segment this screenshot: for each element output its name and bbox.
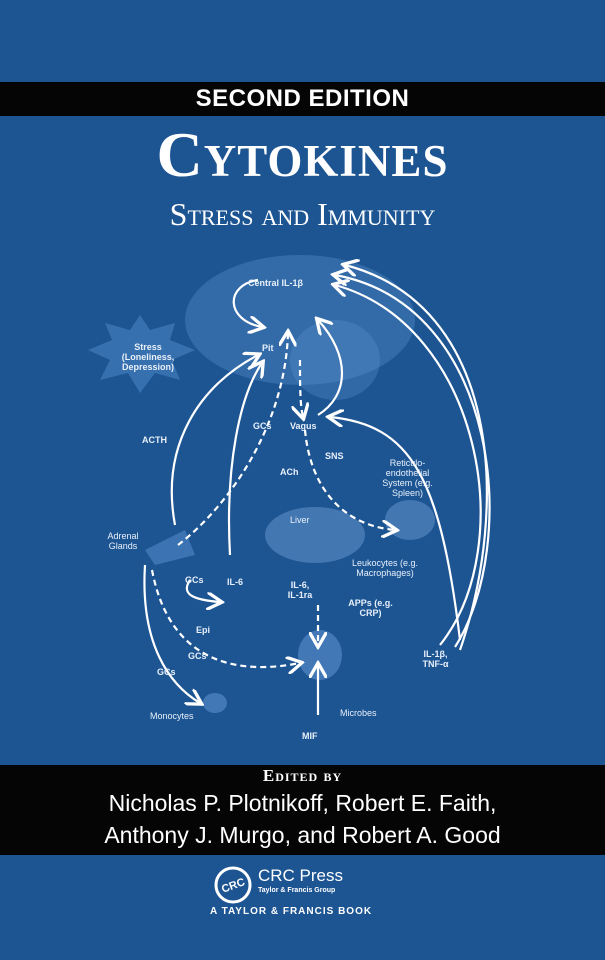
cytokine-diagram: Central IL-1β Stress (Loneliness, Depres… — [0, 245, 605, 760]
label-apps: APPs (e.g. CRP) — [348, 598, 393, 618]
label-pit: Pit — [262, 343, 274, 353]
label-acth: ACTH — [142, 435, 167, 445]
label-gcs-top: GCs — [253, 421, 272, 431]
label-vagus: Vagus — [290, 421, 317, 431]
crc-logo-icon: CRC — [214, 866, 252, 904]
cell-shape — [298, 630, 342, 680]
label-central-il1b: Central IL-1β — [248, 278, 304, 288]
spleen-shape — [385, 500, 435, 540]
label-gcs-low: GCs — [188, 651, 207, 661]
label-mif: MIF — [302, 731, 318, 741]
monocyte-shape — [203, 693, 227, 713]
label-leukocytes: Leukocytes (e.g. Macrophages) — [351, 558, 419, 578]
label-stress: Stress (Loneliness, Depression) — [121, 342, 175, 372]
label-monocytes: Monocytes — [150, 711, 194, 721]
label-epi: Epi — [196, 625, 211, 635]
adrenal-shape — [145, 530, 195, 565]
edition-label: SECOND EDITION — [195, 85, 410, 112]
svg-text:CRC: CRC — [220, 876, 247, 895]
label-microbes: Microbes — [340, 708, 377, 718]
label-gcs-mid: GCs — [185, 575, 204, 585]
diagram-illustration — [88, 255, 491, 715]
book-title: Cytokines — [156, 119, 449, 190]
authors-line-2: Anthony J. Murgo, and Robert A. Good — [104, 822, 501, 848]
label-reticuloendothelial: Reticulo-endothelial System (e.g. Spleen… — [382, 458, 433, 498]
edited-by-label: Edited by — [262, 766, 343, 785]
publisher-tagline: A TAYLOR & FRANCIS BOOK — [210, 906, 373, 917]
label-gcs-left: GCs — [157, 667, 176, 677]
liver-shape — [265, 507, 365, 563]
stress-burst-shape — [88, 315, 195, 393]
label-il6-il1ra: IL-6, IL-1ra — [287, 580, 313, 600]
authors-line-1: Nicholas P. Plotnikoff, Robert E. Faith, — [108, 790, 497, 816]
publisher-group: Taylor & Francis Group — [258, 887, 336, 894]
editors-band — [0, 765, 605, 855]
label-il6: IL-6 — [227, 577, 244, 587]
publisher-name: CRC Press — [258, 866, 344, 885]
label-liver: Liver — [290, 515, 310, 525]
label-il1b-tnf: IL-1β, TNF-α — [422, 649, 449, 669]
label-sns: SNS — [325, 451, 344, 461]
book-subtitle: Stress and Immunity — [169, 196, 436, 232]
edition-band — [0, 82, 605, 116]
label-ach: ACh — [280, 467, 299, 477]
label-adrenal-glands: Adrenal Glands — [107, 531, 139, 551]
